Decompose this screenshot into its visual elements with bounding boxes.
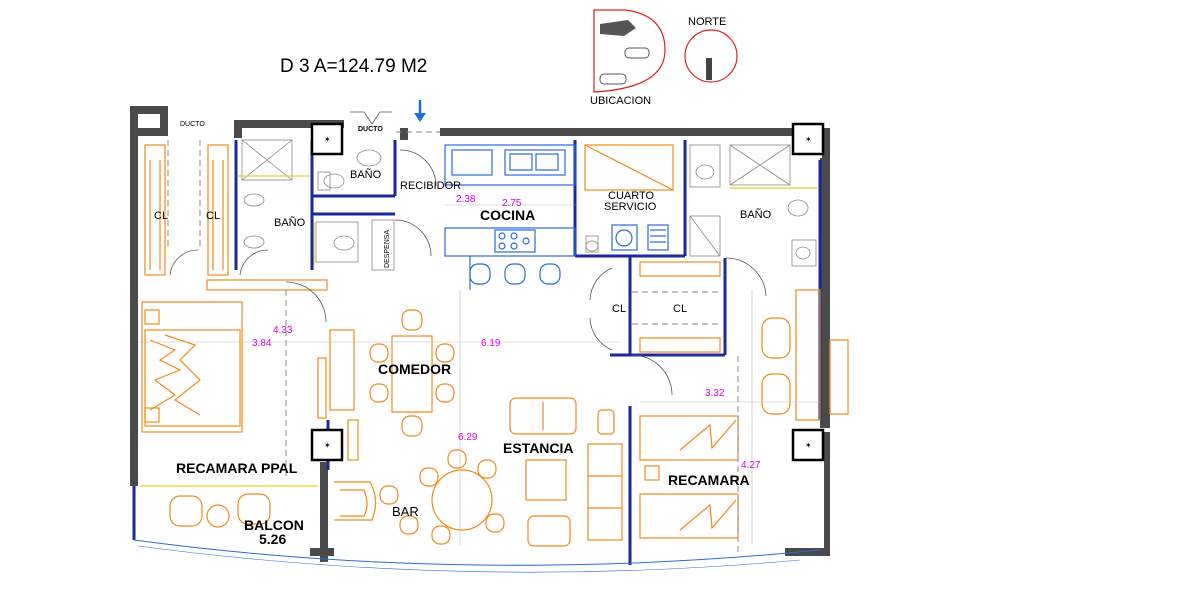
label-comedor: COMEDOR: [378, 361, 451, 377]
dining-furniture: [369, 309, 455, 437]
label-cl-4: CL: [673, 303, 687, 315]
north-label: NORTE: [688, 16, 726, 28]
label-balcon-2: 5.26: [259, 531, 286, 547]
north-legend: NORTE: [684, 16, 738, 83]
svg-text:✶: ✶: [324, 135, 331, 144]
dim-6-29: 6.29: [458, 432, 478, 443]
label-cocina: COCINA: [480, 207, 535, 223]
label-recibidor: RECIBIDOR: [400, 180, 461, 192]
closets-left: [144, 140, 269, 276]
dim-3-84: 3.84: [252, 338, 272, 349]
label-balcon-1: BALCON: [244, 517, 304, 533]
label-recamara-ppal: RECAMARA PPAL: [176, 460, 298, 476]
unit-marker-icon: [600, 20, 636, 36]
label-cl-1: CL: [154, 210, 168, 222]
dim-4-33: 4.33: [273, 325, 293, 336]
dim-4-27: 4.27: [741, 460, 761, 471]
bar-furniture: [334, 449, 505, 545]
location-label: UBICACION: [590, 95, 651, 107]
svg-text:✶: ✶: [805, 441, 812, 450]
walls: [130, 106, 830, 562]
balcony-furniture: [140, 485, 318, 528]
dimension-lines: [138, 204, 820, 545]
down-arrow-icon: [414, 100, 426, 122]
svg-text:✶: ✶: [324, 441, 331, 450]
label-bar: BAR: [392, 504, 419, 519]
label-cl-2: CL: [206, 210, 220, 222]
structural-column-icon: ✶ ✶ ✶ ✶: [310, 122, 825, 462]
label-ducto-top: DUCTO: [180, 121, 205, 128]
master-bedroom-furniture: [141, 279, 355, 480]
bedroom-furniture: [639, 289, 849, 556]
svg-text:✶: ✶: [805, 135, 812, 144]
entry-area: [371, 131, 440, 271]
label-cuarto-1: CUARTO: [608, 190, 654, 202]
label-despensa: DESPENSA: [384, 230, 391, 268]
dim-2-75: 2.75: [502, 198, 522, 209]
label-recamara: RECAMARA: [668, 472, 750, 488]
plan-title: D 3 A=124.79 M2: [280, 56, 427, 77]
bathroom-right-fixtures: [689, 144, 818, 297]
dim-3-32: 3.32: [705, 388, 725, 399]
location-legend: UBICACION: [590, 9, 666, 107]
label-bano-left: BAÑO: [274, 216, 306, 229]
label-cuarto-2: SERVICIO: [604, 201, 657, 213]
bathroom-left-fixtures: [238, 139, 310, 249]
label-bano-top: BAÑO: [350, 168, 382, 181]
label-bano-right: BAÑO: [740, 208, 772, 221]
kitchen-fixtures: [444, 144, 576, 290]
closets-right: [589, 261, 721, 396]
dim-6-19: 6.19: [481, 338, 501, 349]
living-furniture: [347, 397, 623, 547]
label-cl-3: CL: [612, 303, 626, 315]
north-arrow-icon: [684, 29, 738, 83]
location-outline-icon: [593, 9, 666, 93]
balcony-edge: [133, 539, 821, 566]
label-estancia: ESTANCIA: [503, 440, 574, 456]
bathroom-top-fixtures: [313, 111, 392, 265]
label-ducto-small: DUCTO: [358, 126, 383, 133]
dim-2-38: 2.38: [456, 194, 476, 205]
service-room-fixtures: [584, 144, 674, 253]
